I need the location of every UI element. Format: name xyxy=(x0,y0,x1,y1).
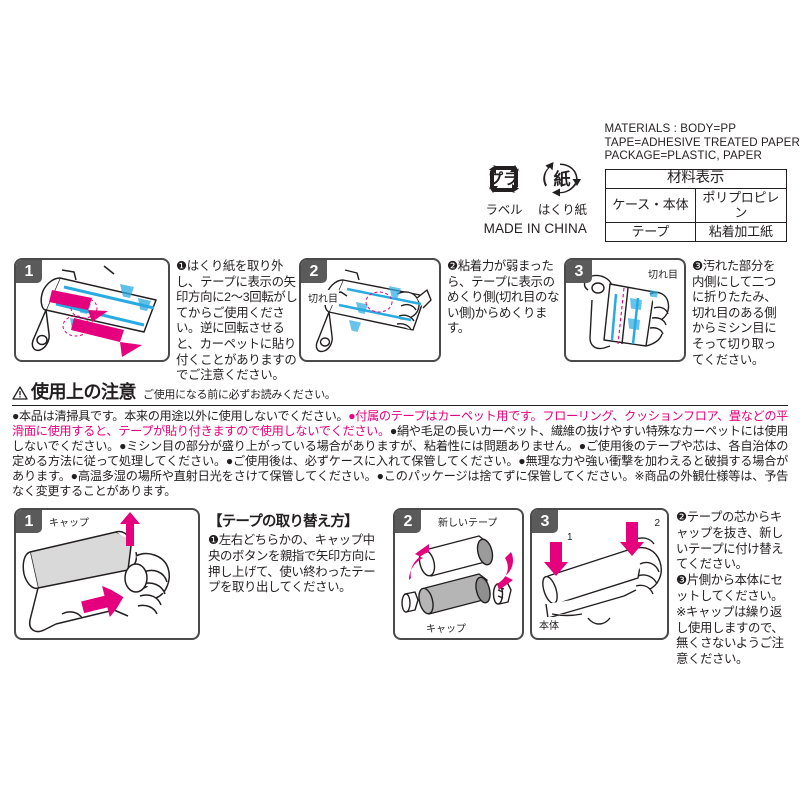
callout-kireme: 切れ目 xyxy=(307,290,339,305)
usage-step-1: 1 xyxy=(14,258,299,384)
materials-row-value: 粘着加工紙 xyxy=(695,221,787,242)
caution-section: 使用上の注意 ご使用になる前に必ずお読みください。 ●本品は清掃具です。本来の用… xyxy=(12,378,788,500)
usage-step-3-illustration: 3 切れ目 xyxy=(564,258,686,362)
materials-block: プラ ラベル 紙 はくり紙 MADE IN CHINA MA xyxy=(470,122,800,242)
callout-new-tape: 新しいテープ xyxy=(437,514,499,529)
caution-header: 使用上の注意 ご使用になる前に必ずお読みください。 xyxy=(12,378,788,406)
usage-step-3: 3 切れ目 xyxy=(564,258,786,384)
usage-step-2-text: ❷粘着力が弱まったら、テープに表示のめくり側(切れ目のない側)からめくります。 xyxy=(447,259,560,336)
made-in-label: MADE IN CHINA xyxy=(483,221,587,236)
recycle-mark-paper: 紙 はくり紙 xyxy=(538,160,587,218)
caution-segment-3: ●絹や毛足の長いカーペット、繊維の抜けやすい特殊なカーペットには使用しないでくだ… xyxy=(12,424,788,499)
callout-cap: キャップ xyxy=(425,620,467,635)
step-number-badge: 2 xyxy=(301,260,327,283)
materials-english-line: MATERIALS : BODY=PP xyxy=(604,122,737,135)
materials-row-name: ケース・本体 xyxy=(604,187,697,223)
caution-subtitle: ご使用になる前に必ずお読みください。 xyxy=(143,389,336,401)
usage-step-3-text: ❸汚れた部分を内側にして二つに折りたたみ、切れ目のある側からミシン目にそって切り… xyxy=(692,259,777,367)
materials-row-name: テープ xyxy=(604,221,697,242)
replacement-heading: 【テープの取り替え方】 xyxy=(208,514,359,530)
usage-steps-row: 1 xyxy=(14,258,786,384)
step-number-badge: 1 xyxy=(16,260,42,283)
materials-text-column: MATERIALS : BODY=PP TAPE=ADHESIVE TREATE… xyxy=(601,122,800,242)
replacement-section: 1 キャップ xyxy=(14,508,790,668)
table-header-row: 材料表示 xyxy=(604,168,787,189)
recycle-marks-column: プラ ラベル 紙 はくり紙 MADE IN CHINA xyxy=(470,122,601,236)
caution-segment-1: ●本品は清掃具です。本来の用途以外に使用しないでください。 xyxy=(12,409,349,423)
step-number-badge: 3 xyxy=(532,510,558,533)
table-row: ケース・本体 ポリプロピレン xyxy=(604,187,787,223)
recycle-mark-plastic: プラ ラベル xyxy=(484,160,524,218)
step-number-badge: 2 xyxy=(395,510,421,533)
recycle-mark-label: ラベル xyxy=(485,203,523,217)
recycle-mark-label: はくり紙 xyxy=(537,203,587,217)
callout-kireme: 切れ目 xyxy=(647,266,679,281)
usage-step-2: 2 切れ目 xyxy=(299,258,564,384)
callout-order-1: 1 xyxy=(566,532,574,543)
tape-install-diagram xyxy=(542,522,662,625)
callout-body: 本体 xyxy=(538,617,560,632)
usage-step-1-illustration: 1 xyxy=(14,258,170,362)
callout-cap: キャップ xyxy=(48,514,90,529)
replacement-text-right: ❷テープの芯からキャップを抜き、新しいテープに付け替えてください。 ❸片側から本… xyxy=(676,510,784,667)
warning-triangle-icon xyxy=(12,386,28,400)
svg-text:プラ: プラ xyxy=(488,171,518,188)
replacement-figure-1: 1 キャップ xyxy=(14,508,200,640)
materials-english-line: PACKAGE=PLASTIC, PAPER xyxy=(604,149,762,163)
step-number-badge: 1 xyxy=(16,510,42,533)
materials-row-value: ポリプロピレン xyxy=(695,187,787,223)
materials-table: 材料表示 ケース・本体 ポリプロピレン テープ 粘着加工紙 xyxy=(604,168,787,242)
svg-text:紙: 紙 xyxy=(554,169,571,189)
table-row: テープ 粘着加工紙 xyxy=(604,221,787,242)
caution-body: ●本品は清掃具です。本来の用途以外に使用しないでください。●付属のテープはカーペ… xyxy=(12,406,788,500)
paper-recycle-icon: 紙 xyxy=(542,160,582,198)
plastic-recycle-icon: プラ xyxy=(484,160,524,198)
caution-segment-2: ●付属のテープはカーペット用です。フローリング、クッションフロア、畳などの平滑面… xyxy=(12,409,788,439)
replacement-figure-2: 2 新しいテープ キャップ xyxy=(393,508,524,640)
replacement-figure-3: 3 本体 1 2 xyxy=(530,508,669,640)
replacement-text-left-column: 【テープの取り替え方】 ❶左右どちらかの、キャップ中央のボタンを親指で矢印方向に… xyxy=(200,508,380,596)
caution-title: 使用上の注意 xyxy=(31,382,137,402)
roller-diagram xyxy=(31,265,157,357)
usage-step-2-illustration: 2 切れ目 xyxy=(299,258,441,362)
recycle-marks: プラ ラベル 紙 はくり紙 xyxy=(484,160,587,218)
cap-release-diagram xyxy=(22,512,170,633)
callout-order-2: 2 xyxy=(653,518,661,529)
replacement-text-left: ❶左右どちらかの、キャップ中央のボタンを親指で矢印方向に押し上げて、使い終わった… xyxy=(208,533,376,595)
materials-english-line: TAPE=ADHESIVE TREATED PAPER xyxy=(604,135,800,149)
tape-cap-swap-diagram xyxy=(401,535,513,615)
materials-table-header: 材料表示 xyxy=(604,168,787,189)
step-number-badge: 3 xyxy=(566,260,592,283)
usage-step-1-text: ❶はくり紙を取り外し、テープに表示の矢印方向に2〜3回転がしてからご使用ください… xyxy=(176,259,298,383)
tear-off-diagram xyxy=(583,274,670,350)
